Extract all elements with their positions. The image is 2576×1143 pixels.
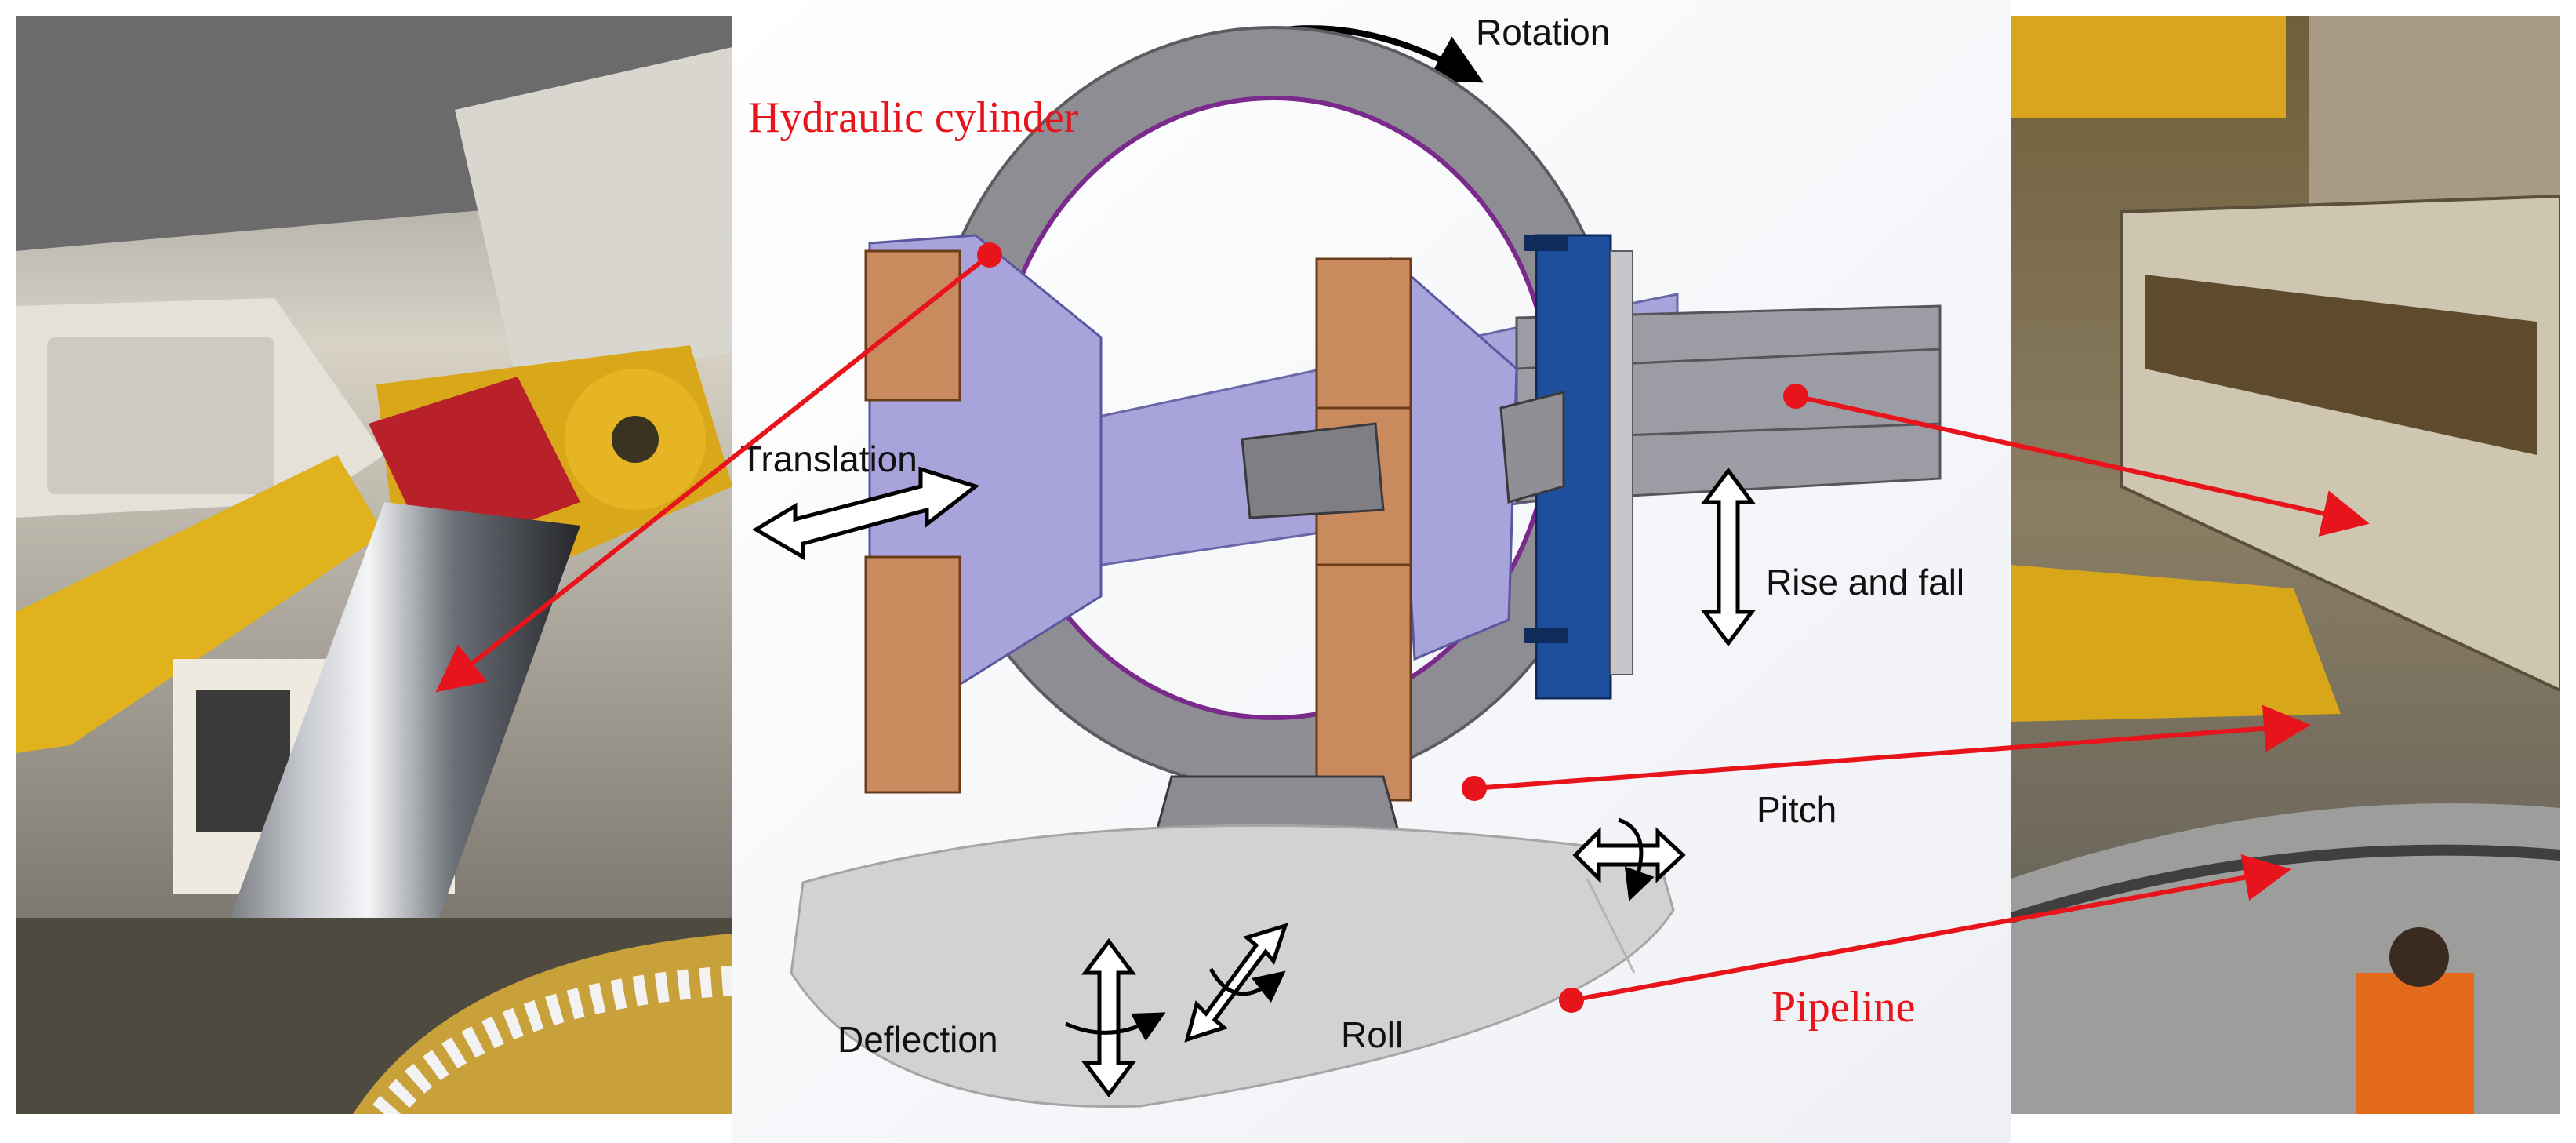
- left-lower-block: [864, 555, 961, 794]
- center-cad-diagram: Rotation Hydraulic cylinder Translation …: [732, 0, 2011, 1143]
- gear-teeth: [372, 966, 732, 1114]
- label-translation: Translation: [740, 439, 917, 479]
- valve-block: [47, 337, 274, 494]
- hub-mechanism: [1241, 422, 1385, 519]
- label-pipeline: Pipeline: [1771, 983, 1916, 1032]
- left-upper-block: [864, 249, 961, 402]
- center-upper-block: [1315, 257, 1412, 410]
- label-rise-and-fall: Rise and fall: [1766, 562, 1965, 602]
- pivot-pin-hole: [612, 416, 659, 463]
- left-photo-image: [16, 16, 732, 1114]
- label-hydraulic-cylinder: Hydraulic cylinder: [748, 93, 1079, 142]
- roll-arrow: [1184, 923, 1288, 1043]
- label-deflection: Deflection: [837, 1019, 998, 1060]
- rust-streak: [2145, 275, 2537, 455]
- left-photo-hydraulic-cylinder: [16, 16, 732, 1114]
- label-pitch: Pitch: [1757, 789, 1837, 830]
- label-roll: Roll: [1341, 1014, 1404, 1055]
- right-photo-tunnel: [2011, 16, 2560, 1114]
- deflection-arrow: [1064, 937, 1166, 1098]
- worker: [2356, 973, 2474, 1114]
- center-lower-block: [1315, 563, 1412, 802]
- right-photo-image: [2011, 16, 2560, 1114]
- yellow-grip-photo: [2011, 565, 2341, 722]
- label-rotation: Rotation: [1476, 12, 1611, 53]
- yellow-machinery: [2011, 16, 2286, 118]
- yellow-arm: [16, 455, 384, 753]
- rise-fall-arrow: [1701, 467, 1756, 647]
